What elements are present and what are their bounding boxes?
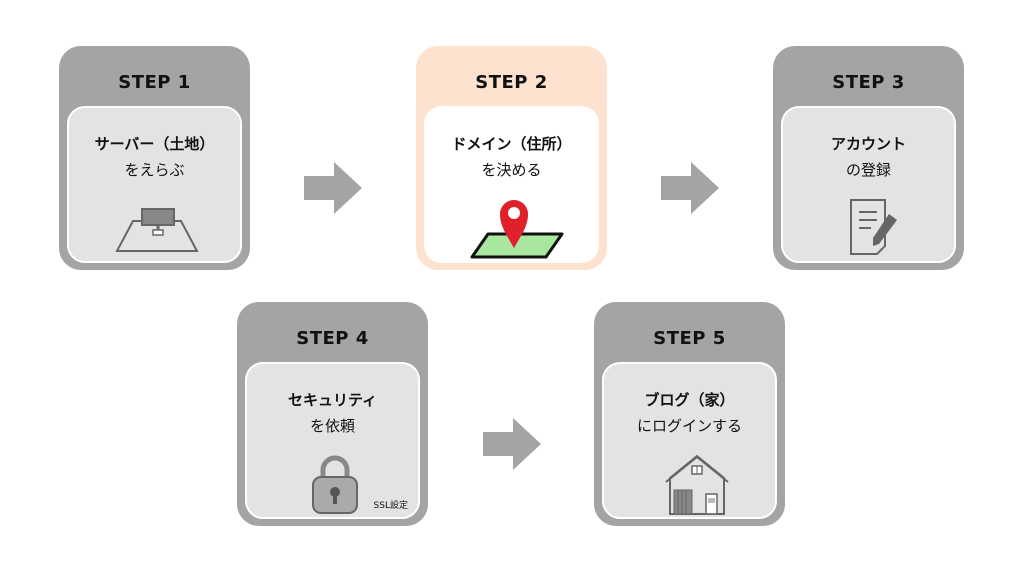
step-5-label: STEP 5 bbox=[653, 328, 726, 349]
step-1-label: STEP 1 bbox=[118, 72, 191, 93]
arrow-right-icon bbox=[661, 162, 719, 214]
step-5-subtitle: にログインする bbox=[636, 417, 742, 435]
step-1-subtitle: をえらぶ bbox=[124, 161, 185, 179]
step-1-title: サーバー（土地） bbox=[94, 135, 215, 153]
arrow-right-icon bbox=[304, 162, 362, 214]
step-3-title: アカウント bbox=[830, 135, 906, 153]
step-2-box: STEP 2 ドメイン（住所） を決める bbox=[416, 46, 607, 270]
house-icon bbox=[665, 454, 729, 515]
step-3-subtitle: の登録 bbox=[845, 161, 891, 179]
document-pen-icon bbox=[850, 199, 897, 255]
step-2-title: ドメイン（住所） bbox=[451, 135, 572, 153]
arrow-right-icon bbox=[483, 418, 541, 470]
step-1-box: STEP 1 サーバー（土地） をえらぶ bbox=[59, 46, 250, 270]
server-land-icon bbox=[115, 208, 199, 252]
lock-icon bbox=[312, 455, 358, 514]
step-1-card: サーバー（土地） をえらぶ bbox=[67, 106, 242, 263]
step-4-box: STEP 4 セキュリティ を依頼 SSL設定 bbox=[237, 302, 428, 526]
step-3-box: STEP 3 アカウント の登録 bbox=[773, 46, 964, 270]
step-4-label: STEP 4 bbox=[296, 328, 369, 349]
step-4-card: セキュリティ を依頼 SSL設定 bbox=[245, 362, 420, 519]
step-4-title: セキュリティ bbox=[287, 391, 378, 409]
step-2-card: ドメイン（住所） を決める bbox=[424, 106, 599, 263]
ssl-note: SSL設定 bbox=[373, 501, 408, 511]
step-2-label: STEP 2 bbox=[475, 72, 548, 93]
step-4-subtitle: を依頼 bbox=[309, 417, 355, 435]
step-2-subtitle: を決める bbox=[481, 161, 542, 179]
step-5-title: ブログ（家） bbox=[644, 391, 735, 409]
step-3-label: STEP 3 bbox=[832, 72, 905, 93]
step-3-card: アカウント の登録 bbox=[781, 106, 956, 263]
step-5-card: ブログ（家） にログインする bbox=[602, 362, 777, 519]
map-pin-icon bbox=[470, 200, 564, 259]
step-5-box: STEP 5 ブログ（家） にログインする bbox=[594, 302, 785, 526]
